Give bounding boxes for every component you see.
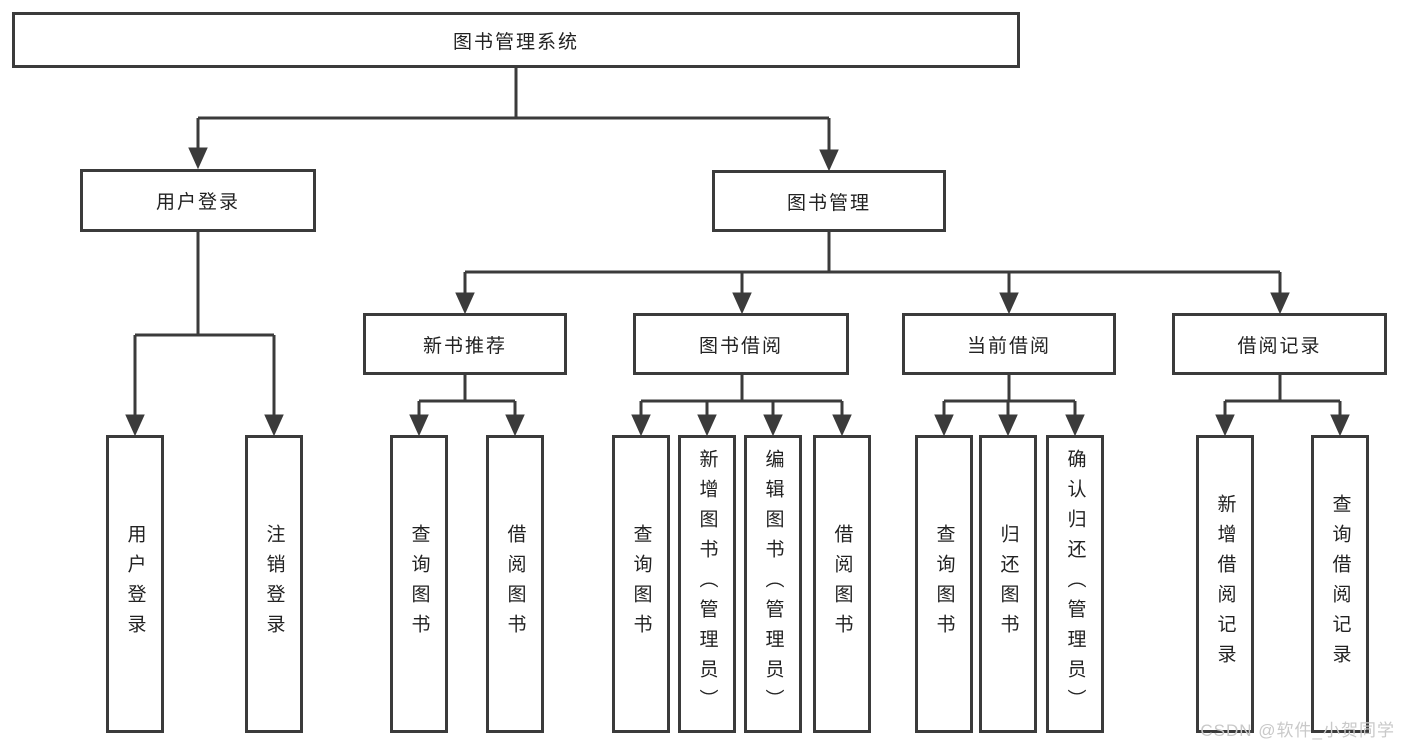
leaf-query-books-current: 查询图书 [915,435,973,733]
node-library-system-label: 图书管理系统 [452,31,579,53]
leaf-query-books-recommend-label: 查询图书 [408,524,430,644]
node-library-system: 图书管理系统 [12,12,1020,68]
leaf-edit-books-admin: 编辑图书（管理员） [744,435,802,733]
node-book-management-label: 图书管理 [786,192,871,214]
leaf-return-books: 归还图书 [979,435,1037,733]
leaf-logout-label: 注销登录 [263,524,285,644]
leaf-add-books-admin: 新增图书（管理员） [678,435,736,733]
csdn-watermark: CSDN @软件_小贺同学 [1200,721,1395,740]
leaf-query-books-borrow: 查询图书 [612,435,670,733]
leaf-query-borrow-record: 查询借阅记录 [1311,435,1369,733]
node-user-login: 用户登录 [80,169,316,232]
node-book-management: 图书管理 [712,170,946,232]
leaf-query-books-borrow-label: 查询图书 [630,524,652,644]
node-current-borrow: 当前借阅 [902,313,1116,375]
leaf-query-books-current-label: 查询图书 [933,524,955,644]
connector-borrow-records-children [1215,375,1350,437]
leaf-borrow-books-recommend: 借阅图书 [486,435,544,733]
connector-new-book-children [409,375,525,437]
node-borrow-records-label: 借阅记录 [1237,335,1322,357]
leaf-add-books-admin-label: 新增图书（管理员） [696,449,718,719]
leaf-query-borrow-record-label: 查询借阅记录 [1329,494,1351,674]
node-borrow-records: 借阅记录 [1172,313,1387,375]
leaf-confirm-return-admin: 确认归还（管理员） [1046,435,1104,733]
node-user-login-label: 用户登录 [155,192,240,213]
leaf-borrow-books-label: 借阅图书 [831,524,853,644]
leaf-add-borrow-record: 新增借阅记录 [1196,435,1254,733]
connector-root-to-level2 [188,68,839,172]
connector-current-borrow-children [934,375,1085,437]
connector-book-borrow-children [631,375,852,437]
node-new-book-recommend: 新书推荐 [363,313,567,375]
node-book-borrow: 图书借阅 [633,313,849,375]
connector-user-login-children [125,232,284,437]
leaf-query-books-recommend: 查询图书 [390,435,448,733]
leaf-confirm-return-admin-label: 确认归还（管理员） [1064,449,1086,719]
leaf-borrow-books: 借阅图书 [813,435,871,733]
leaf-return-books-label: 归还图书 [997,524,1019,644]
leaf-user-login: 用户登录 [106,435,164,733]
leaf-add-borrow-record-label: 新增借阅记录 [1214,494,1236,674]
node-current-borrow-label: 当前借阅 [966,335,1051,357]
leaf-edit-books-admin-label: 编辑图书（管理员） [762,449,784,719]
connector-book-management-children [455,232,1290,315]
node-book-borrow-label: 图书借阅 [698,335,783,357]
leaf-user-login-label: 用户登录 [124,524,146,644]
leaf-logout: 注销登录 [245,435,303,733]
node-new-book-recommend-label: 新书推荐 [422,335,507,357]
leaf-borrow-books-recommend-label: 借阅图书 [504,524,526,644]
